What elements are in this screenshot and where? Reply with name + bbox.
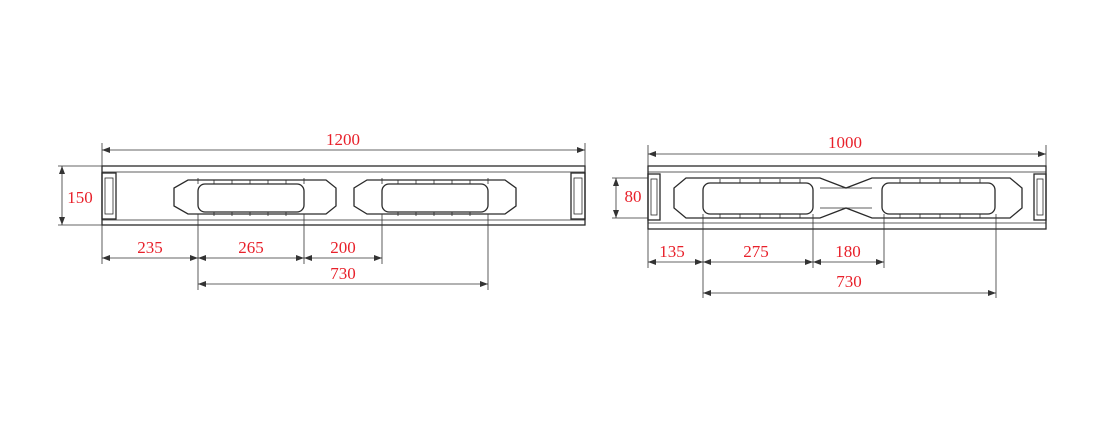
- left-pallet-outline: [101, 165, 586, 226]
- left-height-label: 150: [67, 188, 93, 207]
- right-dim-135-label: 135: [659, 242, 685, 261]
- right-dim-730-label: 730: [836, 272, 862, 291]
- left-pallet-drawing: 1200 150 235 265 200 730: [58, 130, 586, 290]
- left-pallet-cutout-1: [173, 178, 337, 216]
- right-height-label: 80: [625, 187, 642, 206]
- right-dim-180-label: 180: [835, 242, 861, 261]
- right-pallet-outline: [647, 165, 1047, 230]
- right-pallet-drawing: 1000 80 135 275 180 730: [612, 133, 1047, 298]
- left-dim-height: 150: [58, 165, 102, 226]
- left-dim-overall: 1200: [101, 130, 586, 166]
- right-overall-length-label: 1000: [828, 133, 862, 152]
- left-dim-265-label: 265: [238, 238, 264, 257]
- right-dim-bottom: 135 275 180 730: [647, 214, 997, 298]
- right-dim-height: 80: [612, 177, 648, 219]
- left-pallet-cutout-2: [353, 178, 517, 216]
- left-dim-200-label: 200: [330, 238, 356, 257]
- right-dim-275-label: 275: [743, 242, 769, 261]
- right-pallet-cutout: [673, 177, 1023, 219]
- right-dim-overall: 1000: [647, 133, 1047, 166]
- left-dim-730-label: 730: [330, 264, 356, 283]
- left-overall-length-label: 1200: [326, 130, 360, 149]
- left-dim-bottom: 235 265 200 730: [101, 214, 489, 290]
- left-dim-235-label: 235: [137, 238, 163, 257]
